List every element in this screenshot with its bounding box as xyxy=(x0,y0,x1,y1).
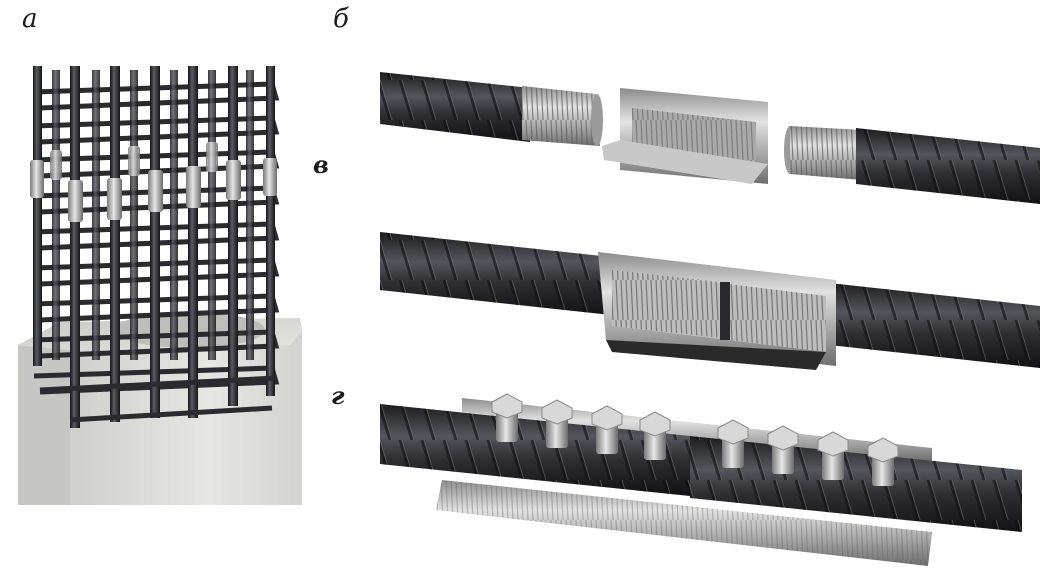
concrete-side xyxy=(18,345,70,505)
threaded-coupler-disassembled xyxy=(380,72,1040,204)
threaded-coupler-assembled xyxy=(380,232,1040,370)
bolts xyxy=(491,393,899,486)
column-panel xyxy=(18,66,302,505)
base-stirrups xyxy=(39,375,277,423)
label-g: г xyxy=(331,381,345,410)
bolted-coupler xyxy=(380,393,1022,566)
label-a: а xyxy=(22,4,38,34)
vertical-bars xyxy=(33,66,275,428)
label-v: в xyxy=(313,150,329,179)
couplers xyxy=(30,142,277,222)
label-b: б xyxy=(333,4,349,34)
